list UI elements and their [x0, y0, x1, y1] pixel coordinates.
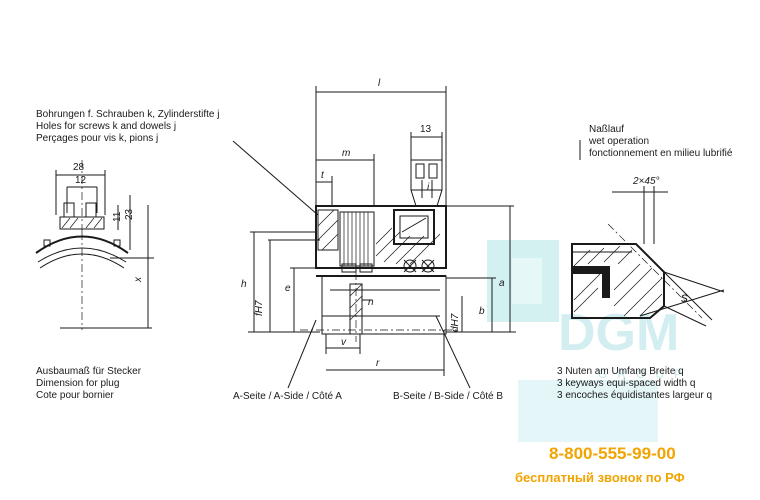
keyways-note-en: 3 keyways equi-spaced width q	[557, 378, 695, 389]
dim-l: l	[378, 78, 381, 89]
dim-23: 23	[124, 208, 135, 220]
holes-note: Bohrungen f. Schrauben k, Zylinderstifte…	[36, 109, 319, 216]
keyways-note-fr: 3 encoches équidistantes largeur q	[557, 390, 712, 401]
dim-t: t	[321, 170, 325, 181]
wet-note-de: Naßlauf	[589, 124, 624, 135]
dim-chamfer: 2×45°	[632, 176, 660, 187]
plug-note: Ausbaumaß für Stecker Dimension for plug…	[36, 366, 142, 401]
holes-note-fr: Perçages pour vis k, pions j	[36, 133, 158, 144]
plug-note-en: Dimension for plug	[36, 378, 119, 389]
watermark-sub: GROUP	[598, 367, 692, 381]
wet-note-en: wet operation	[588, 136, 649, 147]
plug-detail: 28 12 11 23 x	[35, 160, 154, 330]
dim-b: b	[479, 306, 485, 317]
dim-h: h	[241, 279, 247, 290]
plug-note-fr: Cote pour bornier	[36, 390, 114, 401]
dim-dh7: dH7	[450, 313, 461, 332]
phone-number: 8-800-555-99-00	[549, 444, 676, 463]
dim-s: s	[681, 289, 688, 305]
dim-12: 12	[75, 175, 87, 186]
dim-x: x	[133, 276, 144, 283]
dim-n: n	[368, 297, 374, 308]
keyways-note-de: 3 Nuten am Umfang Breite q	[557, 366, 684, 377]
holes-note-en: Holes for screws k and dowels j	[36, 121, 176, 132]
dgm-watermark-logo: DGM GROUP	[487, 240, 692, 442]
dim-m: m	[342, 148, 350, 159]
clutch-section: l 13 m t i	[241, 78, 516, 389]
dim-v: v	[341, 337, 347, 348]
free-call-note: бесплатный звонок по РФ	[515, 470, 685, 485]
b-side-label: B-Seite / B-Side / Côté B	[393, 391, 503, 402]
a-side-label: A-Seite / A-Side / Côté A	[233, 391, 342, 402]
dim-e: e	[285, 283, 291, 294]
wet-note-fr: fonctionnement en milieu lubrifié	[589, 148, 733, 159]
dim-i: i	[427, 182, 430, 193]
dim-r: r	[376, 358, 380, 369]
dim-28: 28	[73, 162, 85, 173]
wet-operation-note: Naßlauf wet operation fonctionnement en …	[579, 124, 733, 160]
keyways-note: 3 Nuten am Umfang Breite q 3 keyways equ…	[557, 366, 712, 401]
keyway-detail: 2×45° s	[571, 176, 725, 327]
watermark-letters: DGM	[558, 304, 679, 362]
side-labels: A-Seite / A-Side / Côté A B-Seite / B-Si…	[233, 391, 503, 402]
holes-note-de: Bohrungen f. Schrauben k, Zylinderstifte…	[36, 109, 219, 120]
dim-11: 11	[112, 211, 123, 222]
dim-a: a	[499, 278, 505, 289]
dim-fh7: fH7	[254, 300, 265, 316]
contact-block: 8-800-555-99-00 бесплатный звонок по РФ	[515, 444, 685, 485]
plug-note-de: Ausbaumaß für Stecker	[36, 366, 142, 377]
dim-13: 13	[420, 124, 432, 135]
